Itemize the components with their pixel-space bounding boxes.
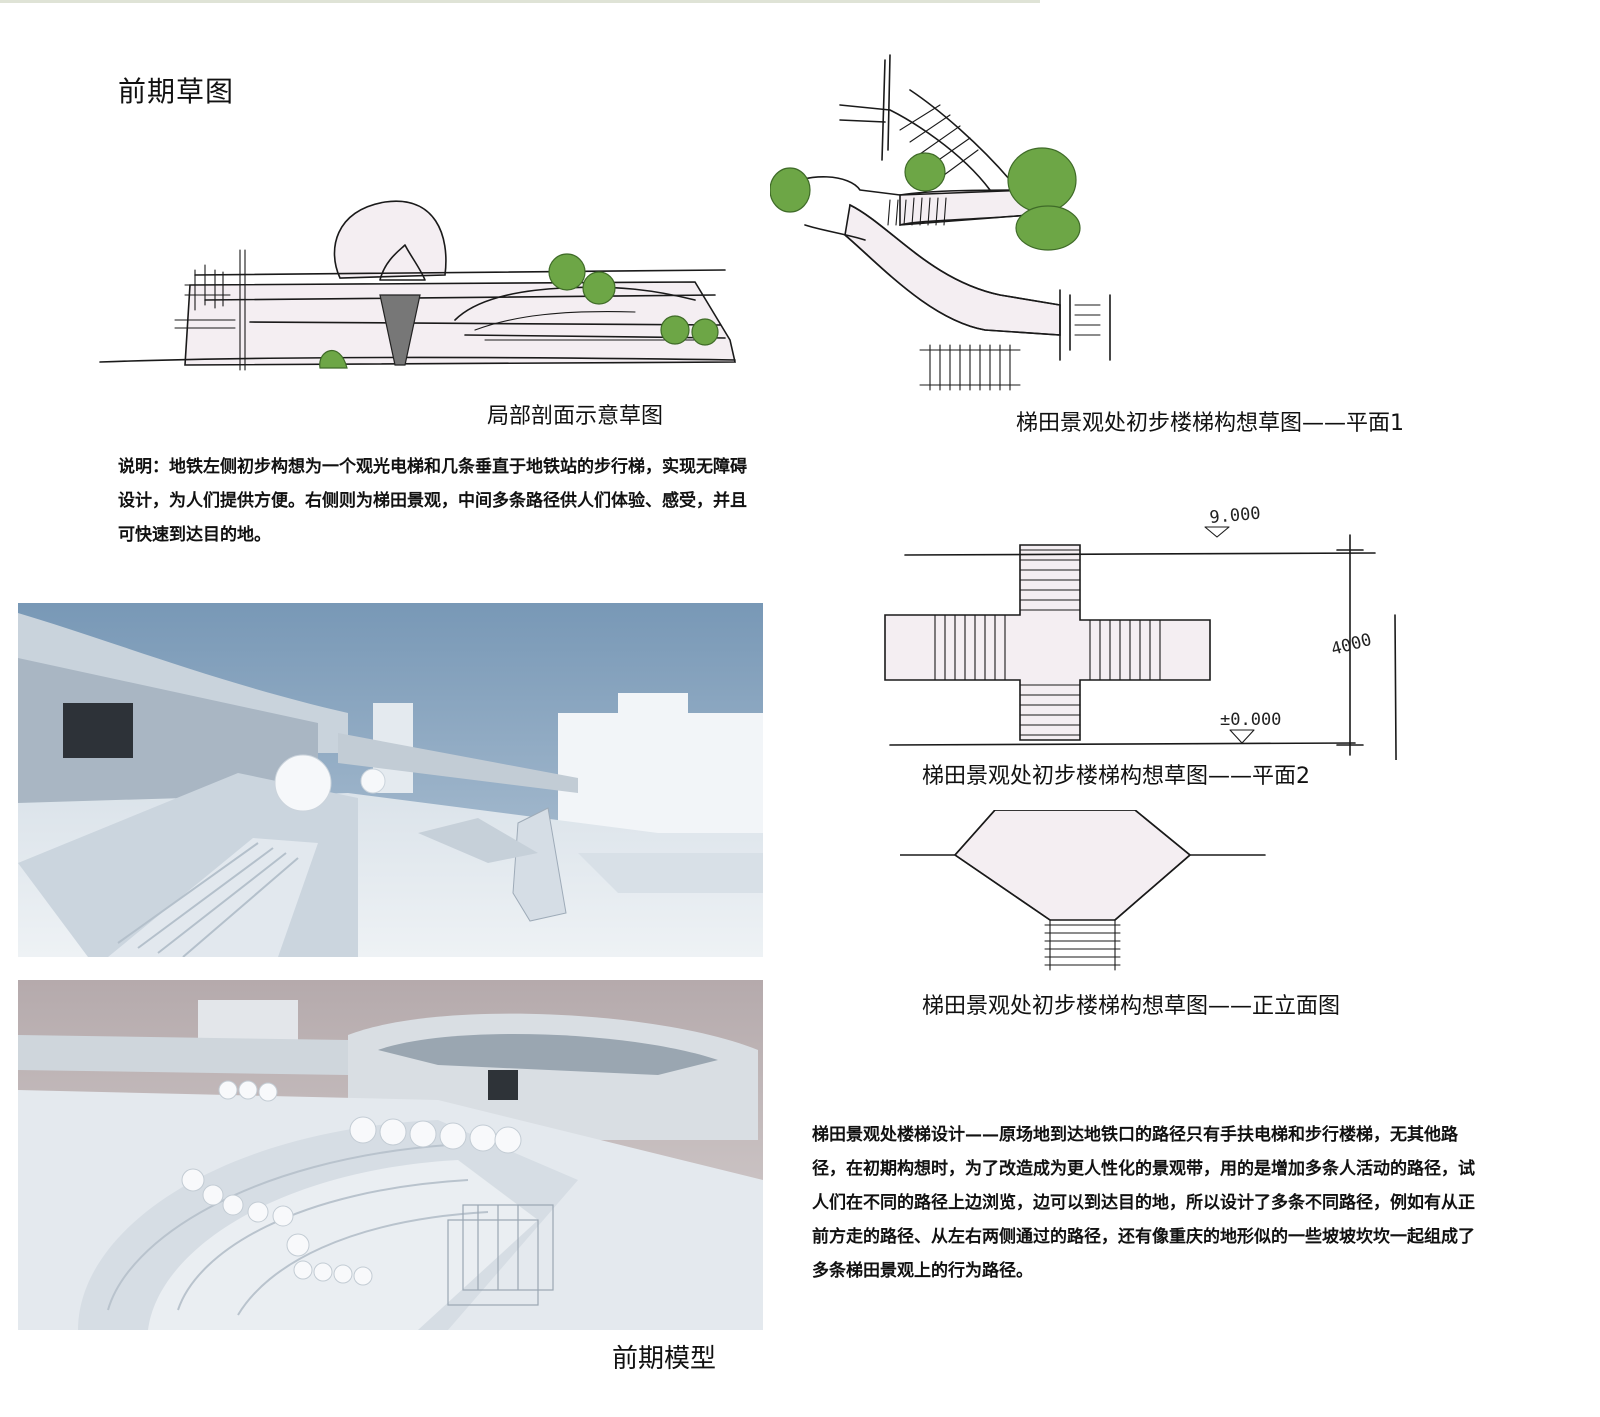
plan2-sketch-caption: 梯田景观处初步楼梯构想草图——平面2: [922, 764, 1310, 789]
top-border-line: [0, 0, 1040, 3]
elevation-sketch: [900, 810, 1266, 971]
stair-design-description: 梯田景观处楼梯设计——原场地到达地铁口的路径只有手扶电梯和步行楼梯，无其他路径，…: [812, 1125, 1475, 1281]
page-title: 前期草图: [118, 75, 235, 108]
model-render-bottom: [18, 980, 763, 1330]
plan2-sketch: 9.000 ±0.000 4000: [884, 505, 1397, 760]
plan1-sketch-caption: 梯田景观处初步楼梯构想草图——平面1: [1016, 411, 1404, 436]
section-sketch: [99, 200, 737, 371]
section-sketch-description: 说明：地铁左侧初步构想为一个观光电梯和几条垂直于地铁站的步行梯，实现无障碍设计，…: [118, 457, 747, 545]
plan1-sketch: [770, 54, 1111, 391]
dim-label: 4000: [1329, 630, 1374, 660]
model-caption: 前期模型: [612, 1344, 717, 1374]
model-render-top: [18, 603, 763, 957]
elevation-sketch-caption: 梯田景观处初步楼梯构想草图——正立面图: [922, 994, 1341, 1019]
section-sketch-caption: 局部剖面示意草图: [487, 404, 664, 429]
elev-bottom-label: ±0.000: [1220, 710, 1281, 730]
elev-top-label: 9.000: [1209, 505, 1262, 528]
